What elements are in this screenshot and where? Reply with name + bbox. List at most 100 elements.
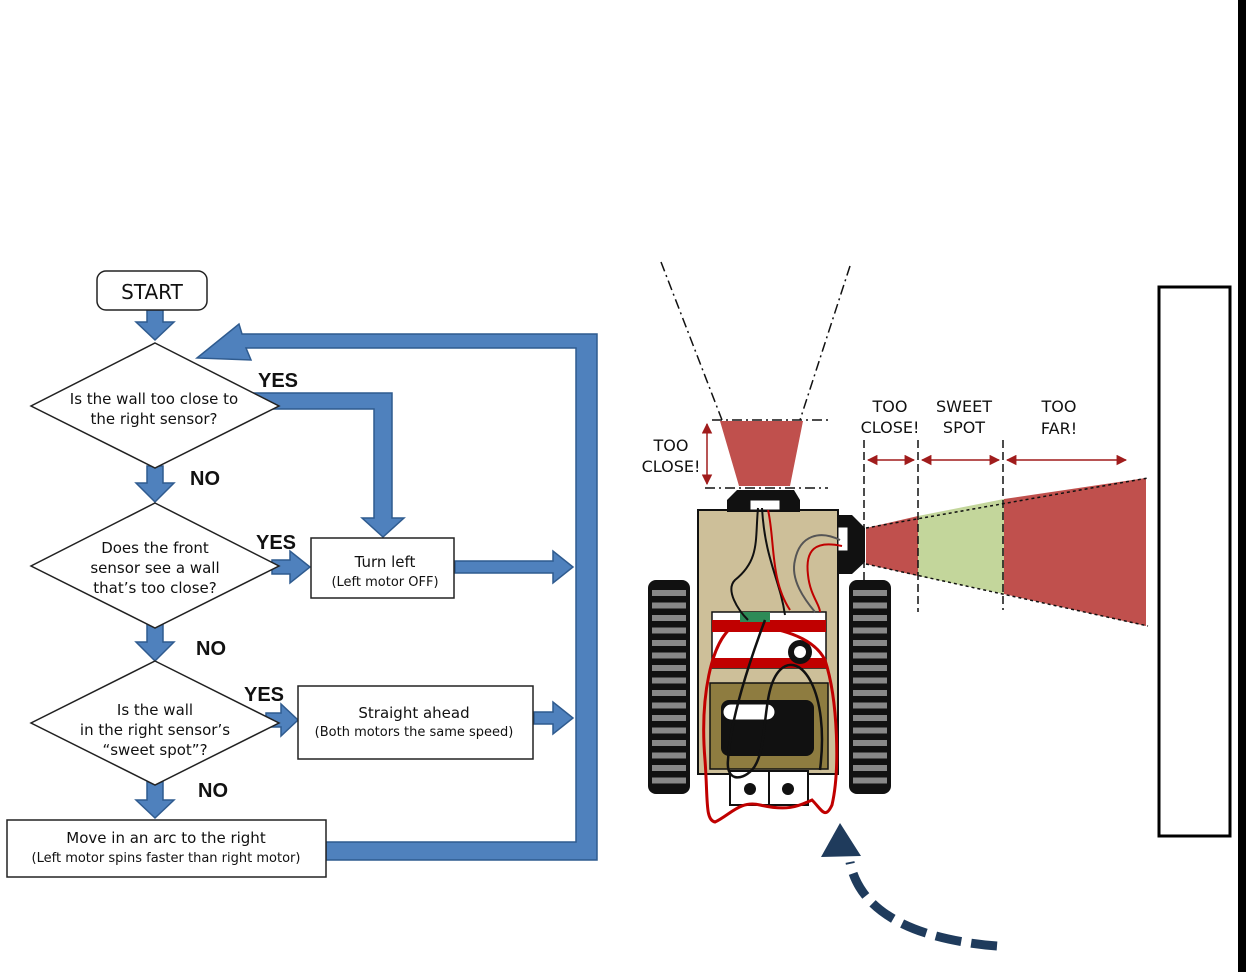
right-tread: [853, 702, 887, 709]
zone-too-far-line2: FAR!: [1041, 419, 1077, 438]
left-track: [648, 580, 690, 794]
decision2-line3: that’s too close?: [93, 579, 216, 597]
no-label-3: NO: [198, 780, 228, 802]
right-tread: [853, 740, 887, 746]
right-tread: [853, 615, 887, 621]
left-tread: [652, 702, 686, 709]
wire-red-2: [806, 543, 843, 613]
decision3-line1: Is the wall: [117, 701, 193, 719]
wire-red-loop: [702, 623, 839, 824]
right-track: [849, 580, 891, 794]
side-too-close-zone: [866, 516, 918, 576]
wire-gray: [793, 534, 841, 613]
right-tread: [853, 715, 887, 721]
decision3-line2: in the right sensor’s: [80, 721, 230, 739]
zone-too-far-line1: TOO: [1041, 397, 1077, 416]
decision3-line3: “sweet spot”?: [102, 741, 207, 759]
right-tread: [853, 665, 887, 671]
caster-left: [744, 783, 756, 795]
decision2-line2: sensor see a wall: [90, 559, 219, 577]
straight-line2: (Both motors the same speed): [315, 725, 514, 740]
left-tread: [652, 677, 686, 684]
left-tread: [652, 715, 686, 721]
left-tread: [652, 627, 686, 634]
left-tread: [652, 615, 686, 621]
right-tread: [853, 640, 887, 646]
decision-wall-too-close: [29, 342, 281, 469]
left-tread: [652, 740, 686, 746]
yes-label-1: YES: [258, 370, 298, 392]
left-tread: [652, 765, 686, 771]
path-direction-arrow: [845, 861, 998, 951]
arrow-decision2-to-decision3: [134, 623, 176, 663]
right-tread: [853, 627, 887, 634]
arc-line1: Move in an arc to the right: [66, 829, 266, 847]
arrow-start-to-decision1: [134, 309, 176, 342]
right-tread: [853, 602, 887, 609]
right-tread: [853, 777, 887, 784]
right-tread: [853, 652, 887, 659]
right-tread: [853, 690, 887, 696]
left-tread: [652, 665, 686, 671]
zone-sweet-line1: SWEET: [936, 397, 992, 416]
straight-line1: Straight ahead: [358, 704, 469, 722]
zone-too-close-line1: TOO: [872, 397, 908, 416]
left-tread: [652, 652, 686, 659]
arrow-decision3-to-arc: [134, 781, 176, 820]
decision-sweet-spot: [29, 660, 281, 786]
start-node: [96, 270, 208, 311]
wire-black-1: [730, 507, 759, 621]
front-zone-label-1: TOO: [653, 436, 689, 455]
yes-label-3: YES: [244, 684, 284, 706]
decision1-line2: the right sensor?: [90, 410, 217, 428]
wire-black-loop: [726, 619, 824, 779]
path-direction-arrowhead: [821, 823, 861, 857]
decision2-line1: Does the front: [101, 539, 209, 557]
action-turn-left: [310, 537, 455, 599]
board-header-red-2: [712, 658, 826, 668]
no-label-2: NO: [196, 638, 226, 660]
zone-sweet-line2: SPOT: [943, 418, 985, 437]
decision1-line1: Is the wall too close to: [70, 390, 238, 408]
arrow-yes-decision1-to-turn: [247, 392, 406, 539]
arrow-turn-to-loop: [454, 549, 575, 585]
left-tread: [652, 602, 686, 609]
turn-line1: Turn left: [354, 553, 416, 571]
caster-right: [782, 783, 794, 795]
left-tread: [652, 640, 686, 646]
right-tread: [853, 752, 887, 759]
board-header-red-1: [712, 620, 826, 632]
board-chip: [740, 612, 770, 622]
right-tread: [853, 765, 887, 771]
front-sensor-pcb: [749, 499, 781, 511]
action-straight-ahead: [297, 685, 534, 760]
arrow-straight-to-loop: [533, 700, 575, 736]
front-sensor-beam-lines: [660, 261, 851, 489]
left-tread: [652, 727, 686, 734]
front-zone-label-2: CLOSE!: [642, 457, 701, 476]
right-edge-border: [1238, 0, 1246, 972]
zone-too-close-line2: CLOSE!: [861, 418, 920, 437]
start-label: START: [121, 280, 183, 304]
yes-label-2: YES: [256, 532, 296, 554]
front-too-close-zone: [720, 421, 803, 486]
side-too-far-zone: [1004, 478, 1146, 626]
no-label-1: NO: [190, 468, 220, 490]
arrow-decision1-to-decision2: [134, 465, 176, 504]
decision-front-sensor: [29, 502, 281, 629]
right-tread: [853, 727, 887, 734]
wall: [1157, 285, 1232, 838]
turn-line2: (Left motor OFF): [331, 575, 438, 590]
right-tread: [853, 590, 887, 596]
left-tread: [652, 690, 686, 696]
wire-black-2: [761, 507, 786, 616]
wire-red-1: [767, 509, 791, 611]
side-zone-dividers: [863, 440, 1149, 627]
left-tread: [652, 777, 686, 784]
right-tread: [853, 677, 887, 684]
robot: [648, 490, 891, 824]
arc-line2: (Left motor spins faster than right moto…: [32, 851, 301, 866]
arrow-yes-decision2-to-turn: [271, 549, 312, 585]
left-tread: [652, 590, 686, 596]
